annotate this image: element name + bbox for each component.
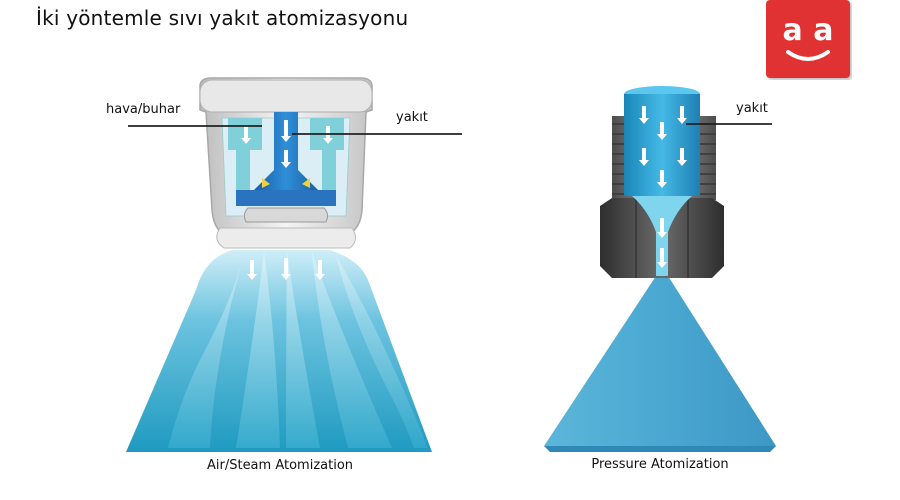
pressure-flow-arrows xyxy=(639,106,687,268)
air-steam-spray xyxy=(126,250,432,452)
caption-air-steam: Air/Steam Atomization xyxy=(206,458,354,473)
spray-lobes xyxy=(168,252,428,448)
flow-arrows xyxy=(241,120,333,280)
air-channel xyxy=(228,118,262,196)
pressure-nozzle xyxy=(544,86,776,452)
logo-text: a a xyxy=(783,13,834,48)
page-title: İki yöntemle sıvı yakıt atomizasyonu xyxy=(36,6,409,30)
pressure-spray-cone xyxy=(544,276,776,446)
air-steam-nozzle xyxy=(126,77,432,452)
label-air-steam: hava/buhar xyxy=(106,102,181,117)
caption-pressure: Pressure Atomization xyxy=(591,457,729,472)
logo-smile xyxy=(786,50,830,61)
label-fuel-left: yakıt xyxy=(396,110,428,125)
label-fuel-right: yakıt xyxy=(736,101,768,116)
logo: a a xyxy=(766,0,850,78)
